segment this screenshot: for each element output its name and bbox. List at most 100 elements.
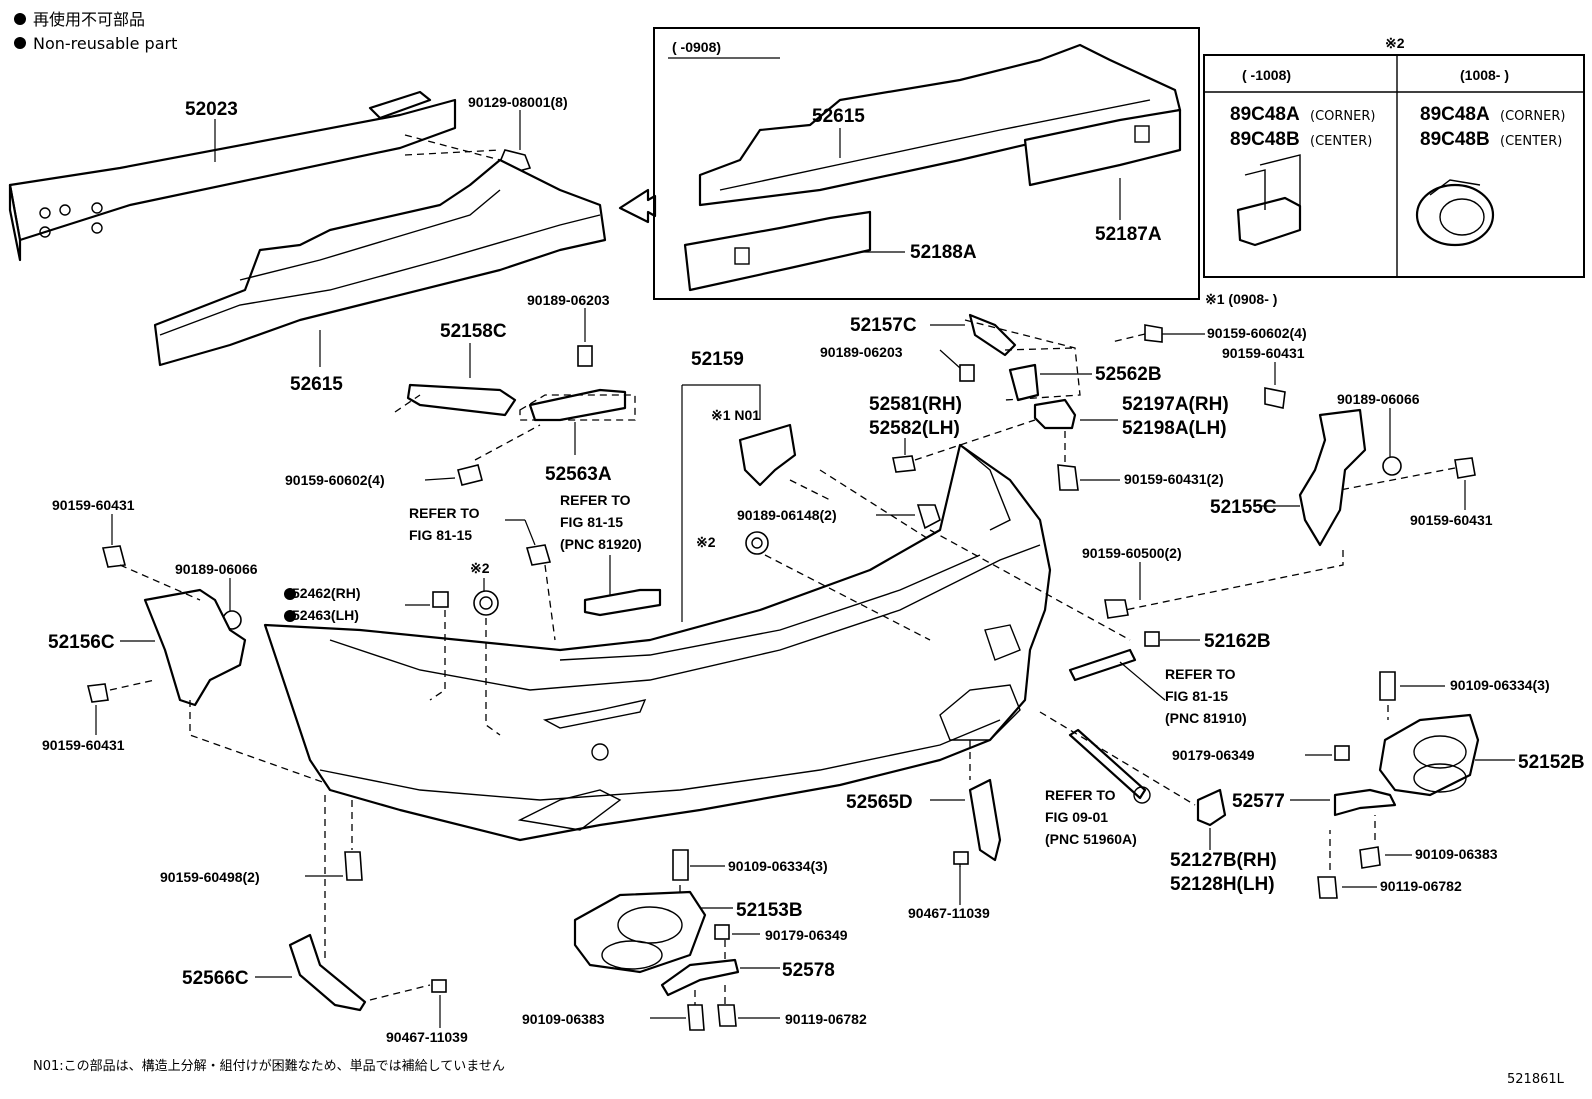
label-90109-06383-b: 90109-06383 [522,1011,605,1027]
bolt-90119-06782-b-icon [717,1004,737,1027]
note-x1: ※1 (0908- ) [1205,291,1277,307]
arrow-left-icon [618,188,657,224]
non-reusable-bullet-icon [14,13,26,25]
tow-eye-refer4 [1068,728,1147,800]
label-52463: 52463(LH) [292,607,359,623]
label-52159: 52159 [691,349,744,370]
footnote: N01:この部品は、構造上分解・組付けが困難なため、単品では補給していません [33,1058,505,1074]
label-90189-06066-a: 90189-06066 [1337,391,1420,407]
label-90119-06782-a: 90119-06782 [1380,878,1462,894]
bracket-52156C [143,588,247,707]
refer3-c: (PNC 81910) [1165,710,1247,726]
label-90159-60500: 90159-60500(2) [1082,545,1182,561]
refer2-c: (PNC 81920) [560,536,642,552]
label-52615-top: 52615 [812,106,865,127]
reflector-refer2 [583,588,662,617]
clip-52162B-icon [1144,631,1160,647]
sensor-bracket-icon [1236,154,1302,247]
label-52155C: 52155C [1210,497,1277,518]
cover-52127B [1196,788,1227,827]
label-52581: 52581(RH) [869,394,962,415]
non-reusable-bullet-icon [14,37,26,49]
retainer-52157C [968,313,1017,357]
refer2-a: REFER TO [560,492,631,508]
clip-52462-icon [432,591,449,608]
label-90179-06349-a: 90179-06349 [1172,747,1255,763]
non-reusable-mark-icon [284,610,296,622]
bolt-90159-60431-a-icon [1264,387,1286,409]
label-52563A: 52563A [545,464,612,485]
mudguard-52566C [288,933,367,1012]
label-90159-60602-b: 90159-60602(4) [1207,325,1307,341]
label-N01: ※1 N01 [711,407,760,423]
bolt-90109-06383-a-icon [1359,846,1381,869]
label-90159-60431-c: 90159-60431 [1410,512,1493,528]
col1-corner-tag: (CORNER) [1310,109,1375,124]
label-90189-06148: 90189-06148(2) [737,507,837,523]
bumper-cover-52159 [263,443,1052,842]
lamp-52153B [573,890,707,974]
legend-jp: 再使用不可部品 [33,10,145,29]
label-90129-08001: 90129-08001(8) [468,94,568,110]
label-90159-60602-a: 90159-60602(4) [285,472,385,488]
reinforcement-52023 [8,90,457,262]
label-90159-60498: 90159-60498(2) [160,869,260,885]
label-52162B: 52162B [1204,631,1271,652]
inset-col2-range: (1008- ) [1460,67,1509,83]
parking-sensor-icon [1415,179,1495,247]
bolt-90159-60498-icon [344,851,363,881]
label-52577: 52577 [1232,791,1285,812]
refer4-b: FIG 09-01 [1045,809,1108,825]
refer4-a: REFER TO [1045,787,1116,803]
bolt-90159-60602-icon [457,464,483,486]
refer3-b: FIG 81-15 [1165,688,1228,704]
inset-range: ( -0908) [672,39,721,55]
clip-90467-11039-a-icon [953,851,969,865]
label-90189-06203-a: 90189-06203 [527,292,610,308]
label-52128H: 52128H(LH) [1170,874,1275,895]
pad-52187A [1023,108,1182,187]
label-52023: 52023 [185,99,238,120]
label-52582: 52582(LH) [869,418,960,439]
clip-90179-06349-b-icon [714,924,730,940]
label-52565D: 52565D [846,792,913,813]
label-90189-06066-b: 90189-06066 [175,561,258,577]
label-90109-06334-b: 90109-06334(3) [728,858,828,874]
reflector-refer3 [1068,648,1137,682]
label-90467-11039-b: 90467-11039 [386,1029,468,1045]
label-90119-06782-b: 90119-06782 [785,1011,867,1027]
inset-sensors [1203,54,1585,278]
label-52197A: 52197A(RH) [1122,394,1229,415]
label-90467-11039-a: 90467-11039 [908,905,990,921]
col2-corner-code: 89C48A [1420,104,1490,125]
label-52152B: 52152B [1518,752,1585,773]
label-90109-06383-a: 90109-06383 [1415,846,1498,862]
bolt-refer1-icon [525,544,552,566]
label-90159-60431-e: 90159-60431 [42,737,125,753]
label-x2-b: ※2 [696,534,716,550]
bolt-90159-60602-b-icon [1144,324,1163,343]
legend: 再使用不可部品 Non-reusable part [14,10,177,53]
label-52462: 52462(RH) [292,585,360,601]
diagram-id: 521861L [1507,1072,1565,1087]
sensor-x2-a-icon [473,590,499,616]
clip-90189-06203-icon [577,345,593,367]
bolt-90109-06334-b-icon [672,849,689,881]
col2-center-tag: (CENTER) [1500,134,1562,149]
inset-note-x2: ※2 [1385,35,1405,51]
label-90109-06334-a: 90109-06334(3) [1450,677,1550,693]
refer1-b: FIG 81-15 [409,527,472,543]
label-52153B: 52153B [736,900,803,921]
label-52198A: 52198A(LH) [1122,418,1227,439]
label-90179-06349-b: 90179-06349 [765,927,848,943]
bolt-90159-60431-b-icon [1057,464,1079,491]
retainer-52158C [406,383,517,417]
bolt-90109-06334-a-icon [1379,671,1396,701]
mudguard-52565D [968,778,1002,862]
sensor-x2-b-icon [745,531,769,555]
label-90189-06203-b: 90189-06203 [820,344,903,360]
clip-90189-06148-icon [916,504,941,530]
refer3-a: REFER TO [1165,666,1236,682]
label-52156C: 52156C [48,632,115,653]
